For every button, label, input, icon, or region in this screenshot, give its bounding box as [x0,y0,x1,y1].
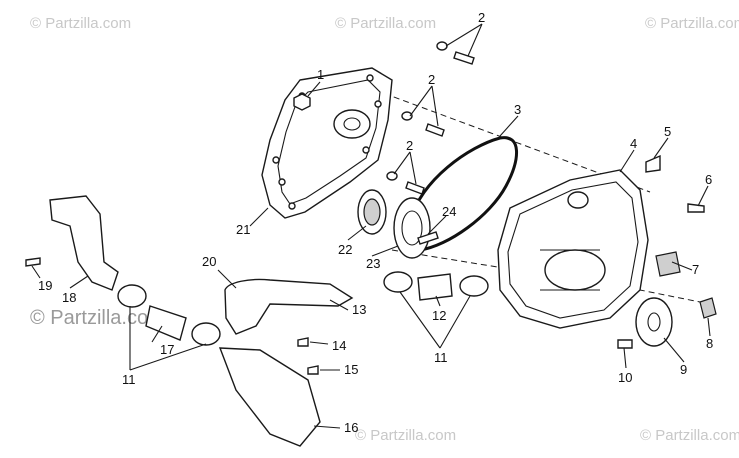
cover-bolt [687,203,705,213]
watermark-top-right: © Partzilla.com [645,15,739,32]
inlet-elbow [49,195,119,291]
leader-10 [623,347,627,369]
coupler-duct [383,271,489,301]
leader-20 [217,269,237,289]
leader-2b [409,85,439,127]
callout-9: 9 [680,362,687,377]
leader-11-right [399,291,471,349]
leader-5 [653,137,669,159]
callout-1: 1 [317,67,324,82]
callout-10: 10 [618,370,632,385]
leader-14 [309,341,329,345]
small-screw-right [307,365,319,375]
callout-4: 4 [630,136,637,151]
callout-6: 6 [705,172,712,187]
callout-18: 18 [62,290,76,305]
callout-2-top: 2 [478,10,485,25]
callout-11-right: 11 [434,350,448,365]
watermark-bottom-right: © Partzilla.com [640,427,739,444]
mount-bolt [617,339,633,349]
leader-7 [671,261,693,271]
callout-16: 16 [344,420,358,435]
callout-15: 15 [344,362,358,377]
coupler-tube [117,284,221,346]
leader-8 [707,317,711,337]
small-tag [699,297,717,319]
leader-6 [697,185,709,207]
leader-2c [393,151,417,185]
callout-24: 24 [442,204,456,219]
callout-2-middle: 2 [428,72,435,87]
leader-17 [151,325,163,343]
callout-23: 23 [366,256,380,271]
callout-3: 3 [514,102,521,117]
callout-8: 8 [706,336,713,351]
leader-4 [619,149,635,173]
leader-11-left [129,306,207,371]
callout-7: 7 [692,262,699,277]
clip [645,154,661,173]
callout-17: 17 [160,342,174,357]
leader-19 [31,265,41,279]
callout-12: 12 [432,308,446,323]
callout-21: 21 [236,222,250,237]
small-screw-left [25,257,41,267]
callout-13: 13 [352,302,366,317]
callout-22: 22 [338,242,352,257]
callout-2-lower: 2 [406,138,413,153]
callout-5: 5 [664,124,671,139]
callout-19: 19 [38,278,52,293]
leader-1 [307,81,321,97]
gasket-ring [635,297,673,347]
nut [293,93,311,111]
leader-22 [347,225,367,241]
callout-14: 14 [332,338,346,353]
clutch-plate [393,197,431,259]
leader-23 [371,245,399,257]
callout-20: 20 [202,254,216,269]
callout-11-left: 11 [122,372,136,387]
leader-3 [499,115,519,137]
leader-21 [249,207,269,227]
small-screw-middle [297,337,309,347]
outer-clutch-cover [497,169,649,329]
bolt-washer-lower [386,171,425,195]
leader-2a [445,23,483,57]
leader-12 [435,295,441,307]
watermark-bottom-center: © Partzilla.com [355,427,456,444]
shaft-seal [357,189,387,235]
leader-13 [329,299,349,311]
leader-16 [313,425,341,429]
watermark-top-left: © Partzilla.com [30,15,131,32]
air-duct-lower [218,347,321,447]
air-duct-upper [224,278,354,335]
screw [417,231,439,245]
bolt-washer-top [436,41,475,65]
watermark-large: © Partzilla.com [30,307,165,329]
bolt-washer-middle [401,111,445,137]
label-strip [655,251,681,277]
leader-9 [663,337,685,363]
watermark-top-center: © Partzilla.com [335,15,436,32]
leader-18 [69,275,89,289]
leader-24 [427,215,447,235]
